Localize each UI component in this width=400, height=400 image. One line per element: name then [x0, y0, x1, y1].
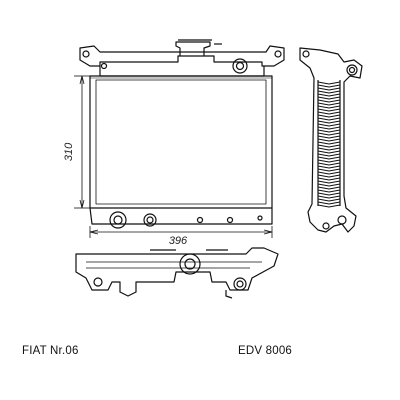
- fin-line: [317, 96, 341, 100]
- fin-line: [317, 198, 341, 202]
- fin-line: [317, 144, 341, 148]
- fin-line: [317, 132, 341, 136]
- fin-line: [317, 153, 341, 157]
- height-dimension-line: [74, 75, 90, 209]
- fin-line: [317, 117, 341, 121]
- fin-line: [317, 201, 341, 205]
- bottom-outlet-right: [143, 213, 157, 227]
- bottom-view-filler: [179, 253, 201, 275]
- top-outlet: [232, 58, 248, 74]
- radiator-side-view: [299, 47, 363, 233]
- fin-line: [317, 84, 341, 88]
- fin-line: [317, 87, 341, 91]
- fin-line: [317, 141, 341, 145]
- fin-line: [317, 186, 341, 190]
- fin-line: [317, 174, 341, 178]
- fin-line: [317, 120, 341, 124]
- fin-line: [317, 195, 341, 199]
- radiator-bottom-view: [75, 247, 279, 299]
- fin-line: [317, 150, 341, 154]
- fin-line: [317, 138, 341, 142]
- filler-cap: [175, 41, 211, 56]
- side-view-fins: [317, 81, 341, 208]
- bottom-outlet-left: [109, 211, 127, 229]
- fin-line: [317, 126, 341, 130]
- fin-line: [317, 105, 341, 109]
- fin-line: [317, 90, 341, 94]
- fin-line: [317, 114, 341, 118]
- fin-line: [317, 159, 341, 163]
- fin-line: [317, 177, 341, 181]
- height-dimension-label: 310: [63, 142, 75, 161]
- fin-line: [317, 189, 341, 193]
- fin-line: [317, 111, 341, 115]
- fin-line: [317, 99, 341, 103]
- fin-line: [317, 129, 341, 133]
- fin-line: [317, 147, 341, 151]
- fin-line: [317, 204, 341, 208]
- fin-line: [317, 192, 341, 196]
- vehicle-label: FIAT Nr.06: [22, 345, 79, 357]
- fin-line: [317, 93, 341, 97]
- fin-line: [317, 183, 341, 187]
- fin-line: [317, 180, 341, 184]
- width-dimension-line: [89, 226, 273, 238]
- fin-line: [317, 135, 341, 139]
- fin-line: [317, 171, 341, 175]
- fin-line: [317, 165, 341, 169]
- width-dimension-label: 396: [169, 235, 188, 247]
- fin-line: [317, 156, 341, 160]
- fin-line: [317, 162, 341, 166]
- fin-line: [317, 102, 341, 106]
- fin-line: [317, 108, 341, 112]
- fin-line: [317, 123, 341, 127]
- fin-line: [317, 168, 341, 172]
- fin-line: [317, 81, 341, 85]
- radiator-front-view: [79, 39, 285, 229]
- part-number-label: EDV 8006: [238, 345, 293, 357]
